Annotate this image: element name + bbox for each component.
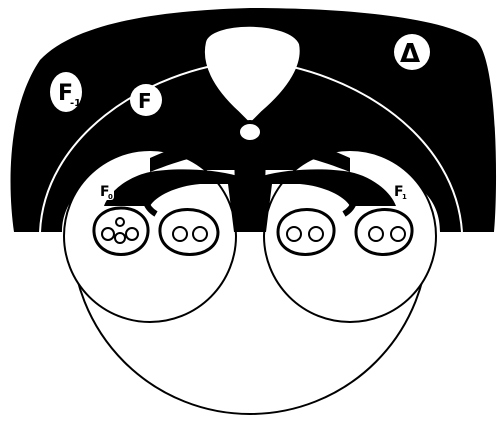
disk-2 — [160, 210, 218, 255]
svg-text:0: 0 — [108, 193, 113, 201]
svg-text:F: F — [138, 89, 152, 113]
label-f-0: F 0 — [98, 180, 114, 201]
svg-text:1: 1 — [402, 193, 407, 201]
label-delta: Δ — [394, 34, 430, 70]
svg-text:-1: -1 — [70, 98, 81, 109]
label-f: F — [130, 84, 162, 116]
disk-4 — [356, 210, 412, 255]
label-f-minus-1: F -1 — [50, 72, 82, 112]
center-ring — [238, 122, 262, 142]
disk-3 — [278, 210, 334, 255]
label-f-1: F 1 — [392, 180, 408, 201]
disk-1 — [94, 208, 148, 255]
svg-text:Δ: Δ — [400, 39, 420, 69]
